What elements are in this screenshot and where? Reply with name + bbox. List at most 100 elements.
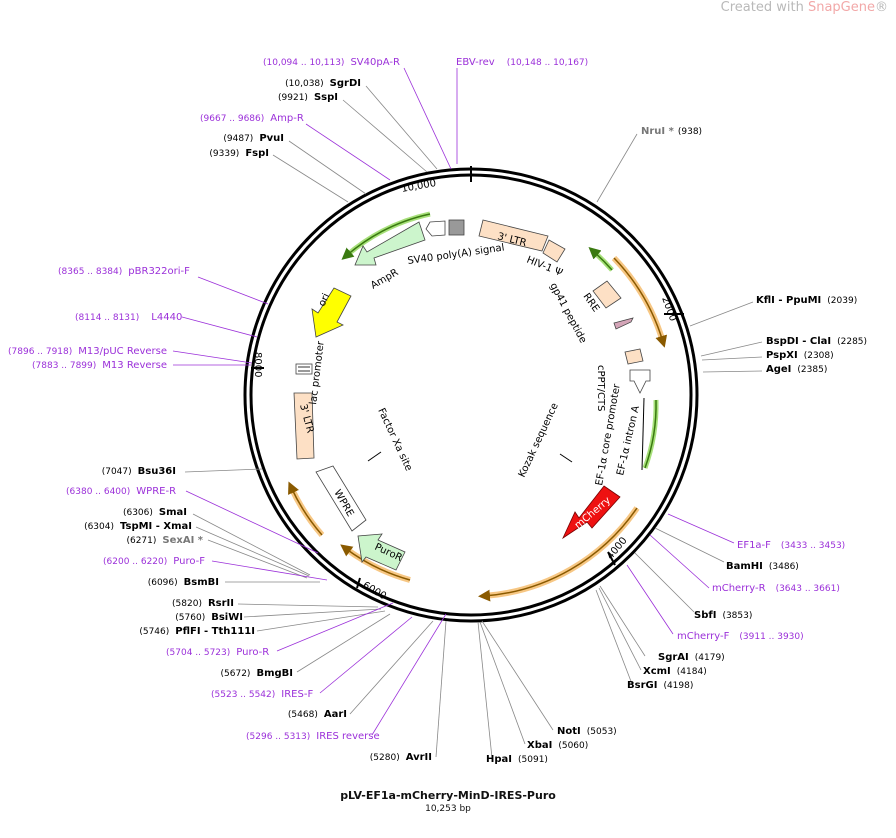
enzyme-agei: AgeI(2385) [766,364,827,375]
enzyme-rsrii: (5820) RsrII [172,598,234,609]
enzyme-tspmi: (6304) TspMI - XmaI [84,521,192,532]
leader-sgrai [599,585,646,657]
primer-pbr322ori-f: (8365 .. 8384)pBR322ori-F [58,266,190,277]
tick-6000 [356,577,361,589]
tick-4000 [607,551,616,566]
enzyme-avrii: (5280)AvrII [370,752,432,763]
enzyme-xbai: XbaI (5060) [527,740,588,751]
primer-amp-r: (9667 .. 9686)Amp-R [200,113,304,124]
enzyme-sbfi: SbfI(3853) [694,610,752,621]
enzyme-name: TspMI - XmaI [120,521,192,532]
enzyme-name: XbaI [527,740,552,751]
enzyme-sgrdi: (10,038)SgrDI [285,78,361,89]
feature-ef1a-intron [641,397,645,471]
enzyme-pspxi: PspXI(2308) [766,350,834,361]
primer-range: (3433 .. 3453) [781,541,845,551]
enzyme-noti: NotI(5053) [557,726,617,737]
primer-sv40pa-r: (10,094 .. 10,113)SV40pA-R [263,57,400,68]
leader-sbfi [634,552,695,613]
leader-ires-f [319,616,413,694]
enzyme-pos: (6306) [123,508,153,518]
primer-name: SV40pA-R [350,57,399,68]
enzyme-name: BsiWI [211,612,243,623]
enzyme-bsrgi: BsrGI(4198) [627,680,693,691]
leader-pflfi [256,610,386,632]
enzyme-bsmbi: (6096)BsmBI [148,577,219,588]
leader-bmgbi [296,613,391,673]
enzyme-name: RsrII [208,598,234,609]
feature-label-kozak: Kozak sequence [517,401,561,479]
enzyme-name: NruI * [641,126,675,137]
enzyme-pos: (3853) [722,611,752,621]
enzyme-pos: (5820) [172,599,202,609]
primer-range: (3911 .. 3930) [739,632,803,642]
primer-range: (10,148 .. 10,167) [507,58,588,68]
orf-arc-right-line [613,257,668,348]
enzyme-pos: (2039) [827,296,857,306]
primer-ires-f: (5523 .. 5542)IRES-F [211,689,313,700]
enzyme-pos: (3486) [769,562,799,572]
enzyme-labels-right: NruI *(938) KflI - PpuMI(2039) BspDI - C… [486,126,867,765]
leader-mcherry-r [649,534,710,589]
primer-range: (8114 .. 8131) [75,313,139,323]
leader-pvui [288,140,367,195]
enzyme-hpai: HpaI(5091) [486,754,548,765]
feature-gp41 [613,317,634,330]
primer-m13rev: (7883 .. 7899)M13 Reverse [32,360,167,371]
enzyme-name: HpaI [486,754,512,765]
primer-name: mCherry-R [712,583,766,594]
enzyme-bsiwi: (5760) BsiWI [175,612,243,623]
enzyme-name: AarI [324,709,347,720]
leader-tspmi [195,526,310,577]
enzyme-pos: (2308) [804,351,834,361]
primer-puro-f: (6200 .. 6220)Puro-F [103,556,205,567]
primer-name: Puro-R [236,647,269,658]
enzyme-sexai: (6271)SexAI * [126,535,203,546]
leader-bspdi [700,341,763,357]
feature-sv40-polya [448,219,465,236]
enzyme-pos: (5060) [558,741,588,751]
enzyme-name: BmgBI [256,668,293,679]
primer-name: mCherry-F [677,631,730,642]
enzyme-name: KflI - PpuMI [756,295,821,306]
enzyme-labels-left: (10,038)SgrDI (9921)SspI (9487)PvuI (933… [84,78,432,763]
feature-ef1a-core-promoter [629,369,651,394]
primer-range: (8365 .. 8384) [58,267,122,277]
enzyme-name: FspI [245,148,269,159]
enzyme-pflfi: (5746)PflFI - Tth111I [139,626,255,637]
enzyme-name: SexAI * [162,535,203,546]
primer-range: (7883 .. 7899) [32,361,96,371]
feature-kozak-mark [559,453,573,463]
feature-label-ori: ori [317,292,332,308]
feature-small-arrow [425,220,446,237]
tick-label-10000: 10,000 [401,178,437,195]
leader-sgrdi [365,85,438,170]
primer-range: (7896 .. 7918) [8,347,72,357]
orf-arc-green-ef1a-line [644,399,657,469]
primer-name: Amp-R [270,113,304,124]
enzyme-pos: (5760) [175,613,205,623]
leader-puro-f [211,560,328,581]
primer-name: EF1a-F [737,540,771,551]
feature-label-factor-xa: Factor Xa site [375,407,414,473]
feature-3ltr-left [293,392,315,460]
enzyme-kfli: KflI - PpuMI (2039) [756,295,857,306]
leader-pspxi [701,356,763,361]
orf-arc-puro-line [340,544,411,581]
enzyme-name: NotI [557,726,581,737]
enzyme-pvui: (9487)PvuI [223,133,284,144]
enzyme-name: AgeI [766,364,791,375]
enzyme-name: AvrII [406,752,432,763]
feature-label-sv40-polya: SV40 poly(A) signal [407,242,505,266]
leader-bamhi [654,527,725,563]
leader-sv40pa-r [403,67,452,170]
primer-name: EBV-rev [456,57,495,68]
primer-leaders [172,67,735,736]
leader-mcherry-f [626,564,674,635]
enzyme-pos: (9487) [223,134,253,144]
leader-hpai [477,621,493,759]
leader-fspi [272,154,349,203]
enzyme-pos: (6304) [84,522,114,532]
enzyme-bamhi: BamHI(3486) [726,561,799,572]
leader-l4440 [181,316,258,338]
